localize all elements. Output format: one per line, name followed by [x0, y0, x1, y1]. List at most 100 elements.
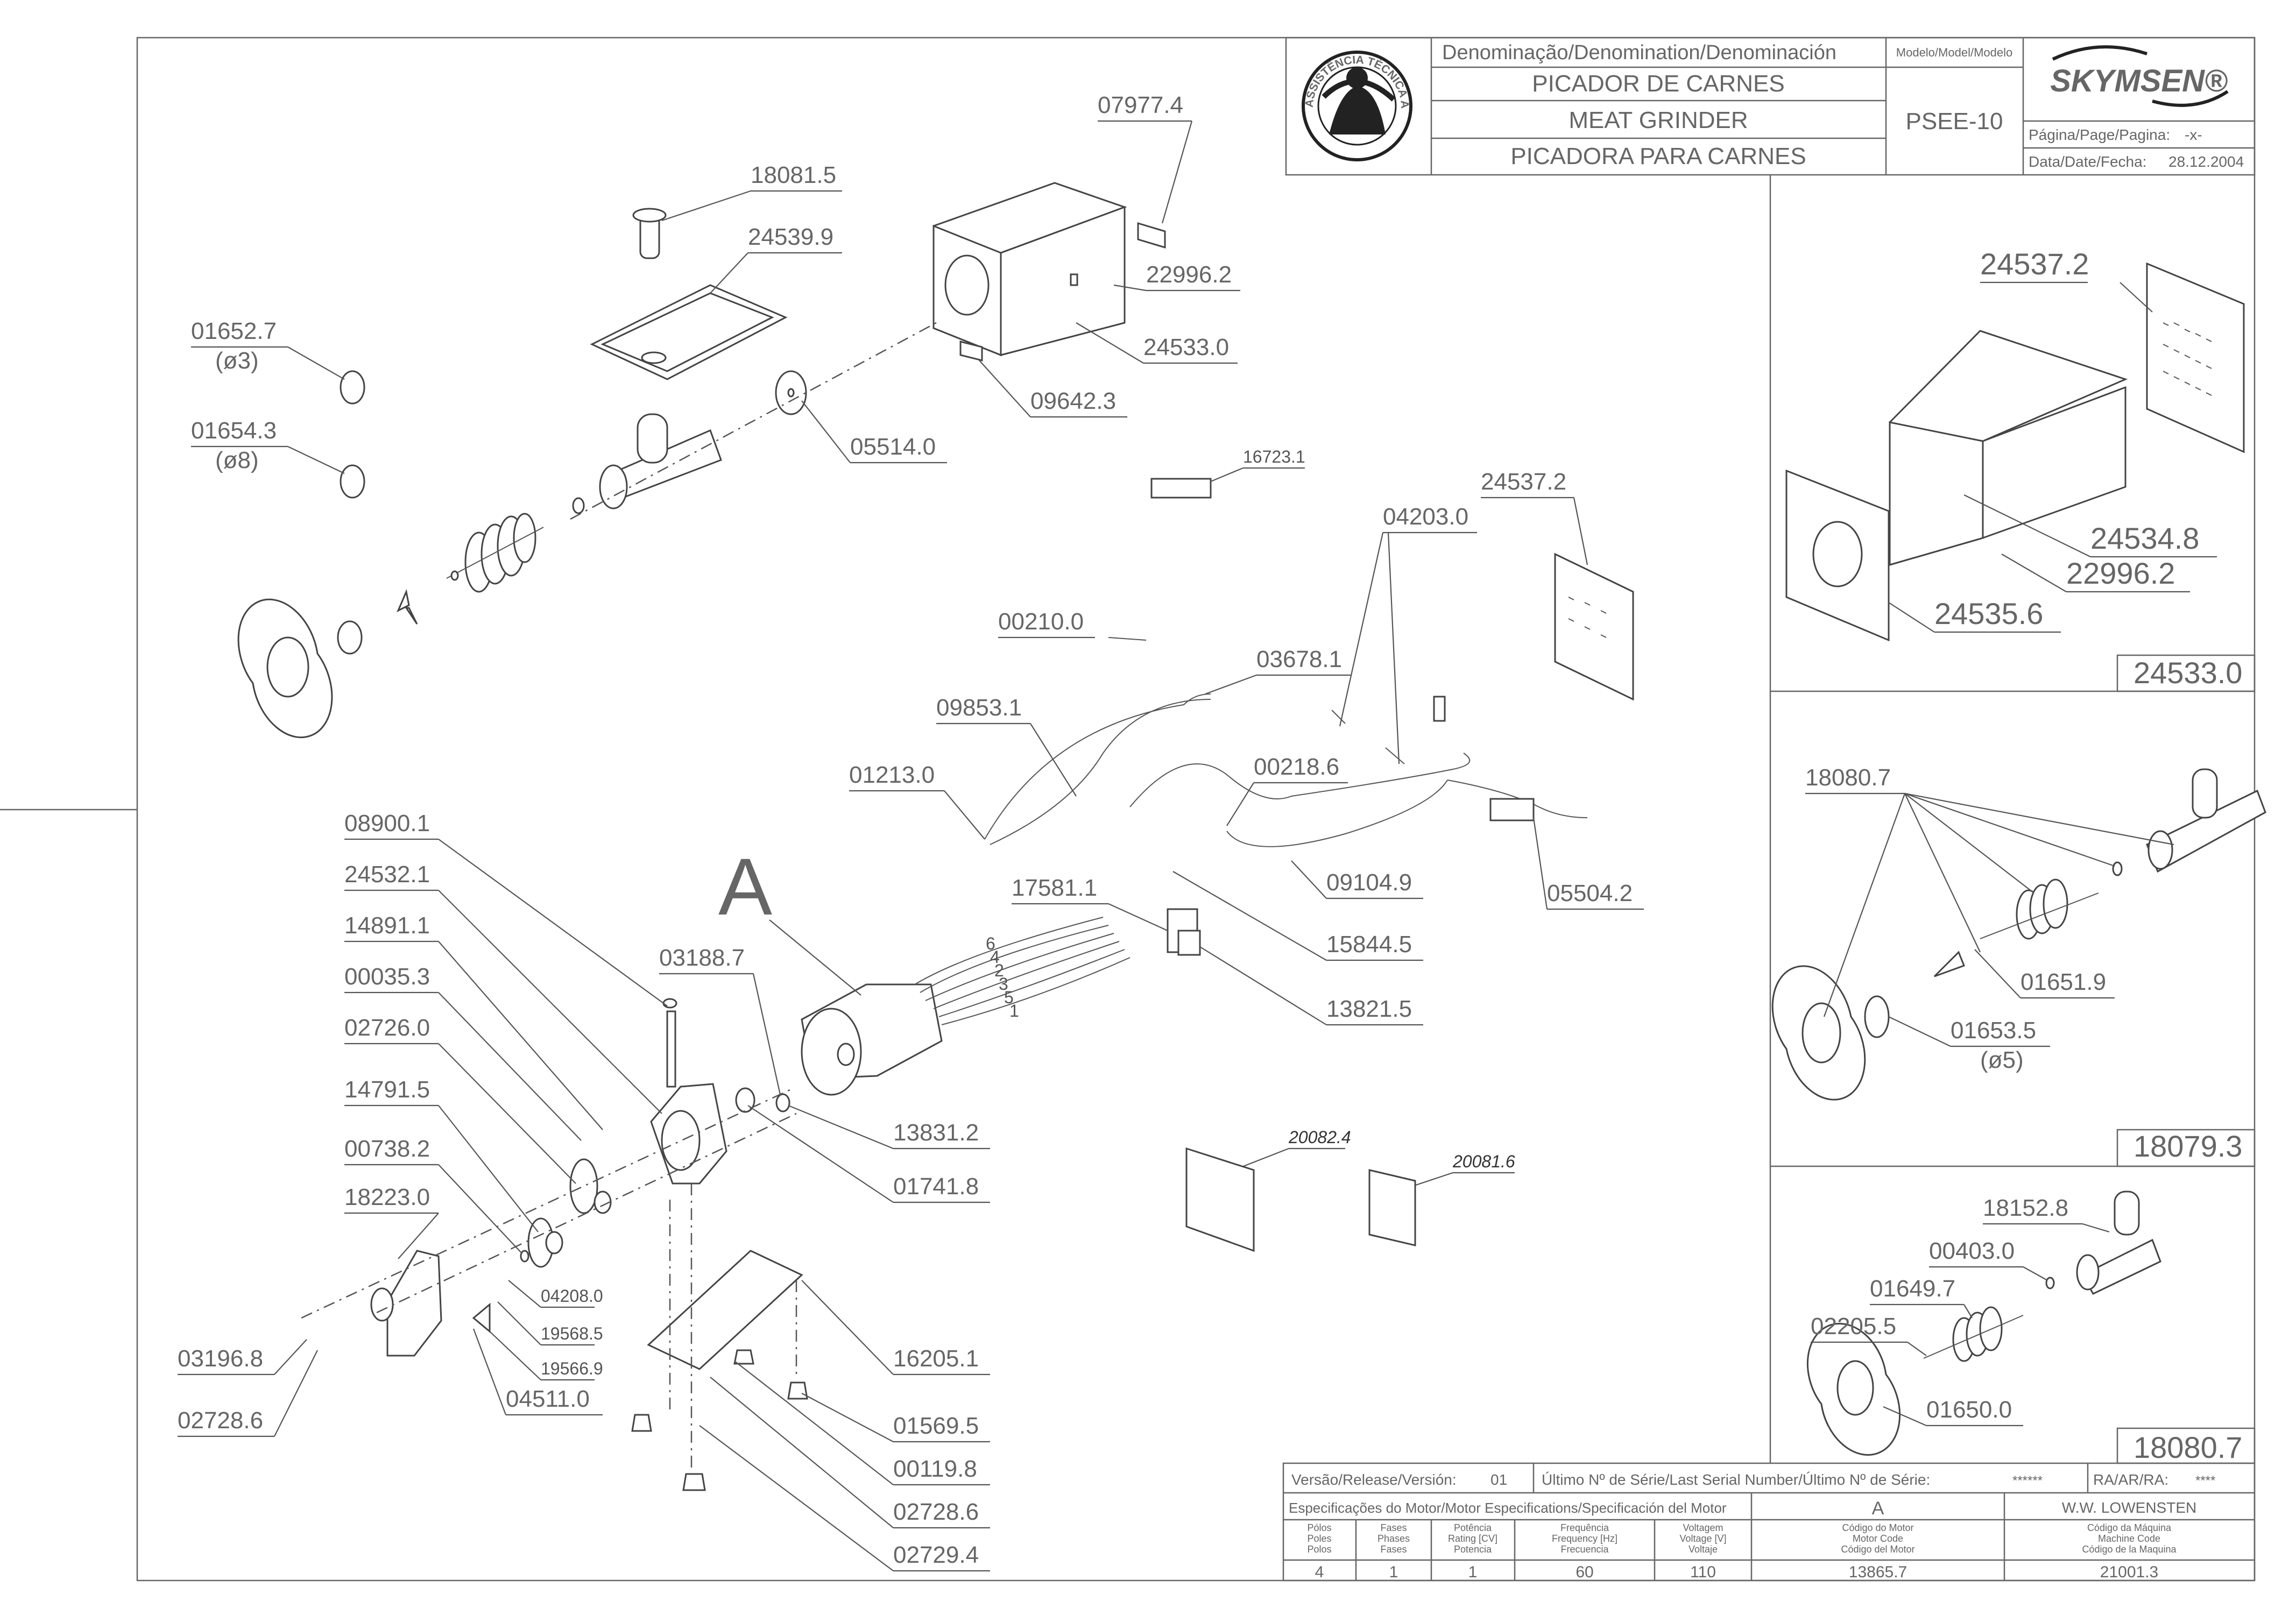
- seal-text: ASSISTÊNCIA TÉCNICA AUTORIZADA: [0, 0, 1411, 109]
- label-09853-1: 09853.1: [936, 694, 1022, 721]
- label-03188-7: 03188.7: [659, 945, 745, 971]
- date-label: Data/Date/Fecha:: [2029, 153, 2146, 170]
- label-00738-2: 00738.2: [344, 1136, 430, 1162]
- skymsen-logo: SKYMSEN®: [2050, 45, 2229, 107]
- label-24532-1: 24532.1: [344, 861, 430, 888]
- label-24537-2: 24537.2: [1481, 469, 1566, 495]
- col-phases-h3: Fases: [1380, 1544, 1407, 1555]
- label-04203-0: 04203.0: [1383, 504, 1468, 530]
- assembly-18080-7: 18080.7: [2133, 1430, 2242, 1464]
- grinder-head-assembly: 07977.4 18081.5 24539.9 22996.2 24533.0 …: [191, 92, 1305, 739]
- col-machine-code-h2: Machine Code: [2098, 1533, 2160, 1544]
- label-24535-6: 24535.6: [1934, 597, 2043, 630]
- col-voltage-h3: Voltaje: [1689, 1544, 1718, 1555]
- col-machine-code-value: 21001.3: [2100, 1563, 2158, 1581]
- col-poles-h2: Poles: [1307, 1533, 1331, 1544]
- label-02205-5: 02205.5: [1811, 1313, 1896, 1339]
- version-value: 01: [1490, 1471, 1507, 1488]
- label-02728-6: 02728.6: [178, 1407, 263, 1434]
- label-01651-9: 01651.9: [2021, 969, 2106, 995]
- motor-reference-a: A: [718, 841, 772, 932]
- label-18152-8: 18152.8: [1983, 1195, 2068, 1221]
- label-03196-8: 03196.8: [178, 1345, 263, 1372]
- label-02726-0: 02726.0: [344, 1015, 430, 1041]
- gear-large: [569, 1158, 612, 1214]
- label-16723-1: 16723.1: [1243, 447, 1305, 466]
- feed-screw-a: [2016, 878, 2068, 940]
- page-value: -x-: [2185, 126, 2202, 143]
- label-03678-1: 03678.1: [1256, 646, 1342, 672]
- label-02728-6-bottom: 02728.6: [893, 1499, 979, 1525]
- brand-name: SKYMSEN®: [2050, 63, 2228, 98]
- col-motor-code-h2: Motor Code: [1853, 1533, 1903, 1544]
- label-01653-5-size: (ø5): [1980, 1047, 2024, 1073]
- wire-number-5: 5: [1004, 988, 1014, 1007]
- serial-value: ******: [2012, 1473, 2043, 1488]
- assembly-18079-3: 18079.3: [2133, 1129, 2242, 1163]
- label-22996-2: 22996.2: [1146, 261, 1232, 288]
- label-05504-2: 05504.2: [1547, 880, 1633, 906]
- label-18080-7-panel: 18080.7: [1805, 764, 1891, 791]
- label-01652-7-size: (ø3): [215, 348, 259, 374]
- motor-gearbox-assembly: 6 4 2 3 5 1 A 08900.1 24532.1 1489: [178, 810, 1131, 1572]
- col-frequency-h1: Frequência: [1560, 1522, 1609, 1533]
- label-22996-2-panel: 22996.2: [2066, 556, 2175, 590]
- label-01654-3-size: (ø8): [215, 447, 259, 473]
- col-frequency-value: 60: [1576, 1563, 1593, 1581]
- label-15844-5: 15844.5: [1326, 931, 1412, 958]
- manufacturer: W.W. LOWENSTEN: [2062, 1499, 2196, 1516]
- cabinet-detail: 24537.2 24534.8 22996.2 24535.6 24533.0: [1785, 247, 2245, 690]
- col-phases-h1: Fases: [1380, 1522, 1407, 1533]
- col-voltage-h2: Voltage [V]: [1679, 1533, 1726, 1544]
- label-04511-0: 04511.0: [506, 1386, 590, 1412]
- label-00218-6: 00218.6: [1254, 754, 1339, 780]
- label-20081-6: 20081.6: [1452, 1152, 1515, 1171]
- label-14791-5: 14791.5: [344, 1076, 430, 1103]
- col-motor-code-h3: Código del Motor: [1841, 1544, 1914, 1555]
- label-24534-8: 24534.8: [2090, 521, 2199, 555]
- wire-number-2: 2: [994, 961, 1004, 980]
- wire-number-4: 4: [990, 947, 1000, 967]
- col-frequency-h3: Frecuencia: [1560, 1544, 1609, 1555]
- cabinet-vent-slots: [2163, 322, 2212, 396]
- grinder-detail-a: 18080.7 01651.9 01653.5 (ø5) 18079.3: [1771, 764, 2266, 1163]
- col-machine-code-h1: Código da Máquina: [2087, 1522, 2172, 1533]
- col-voltage-h1: Voltagem: [1683, 1522, 1723, 1533]
- svg-text:ASSISTÊNCIA TÉCNICA AUTORIZADA: ASSISTÊNCIA TÉCNICA AUTORIZADA: [0, 0, 1411, 109]
- col-motor-code-h1: Código do Motor: [1842, 1522, 1913, 1533]
- col-phases-value: 1: [1389, 1563, 1398, 1581]
- label-04208-0: 04208.0: [541, 1286, 603, 1306]
- col-rating-h3: Potencia: [1454, 1544, 1492, 1555]
- label-13831-2: 13831.2: [893, 1119, 979, 1146]
- label-17581-1: 17581.1: [1012, 875, 1097, 901]
- col-motor-code-value: 13865.7: [1849, 1563, 1907, 1581]
- label-00210-0: 00210.0: [998, 608, 1084, 635]
- col-poles-value: 4: [1315, 1563, 1324, 1581]
- motor-spec-table: Versão/Release/Versión: 01 Último Nº de …: [1282, 1462, 2256, 1582]
- label-19566-9: 19566.9: [541, 1359, 603, 1378]
- label-01652-7: 01652.7: [191, 318, 277, 344]
- label-01213-0: 01213.0: [849, 762, 935, 788]
- ra-value: ****: [2195, 1473, 2215, 1488]
- ra-label: RA/AR/RA:: [2093, 1471, 2168, 1488]
- motor-spec-label: Especificações do Motor/Motor Especifica…: [1289, 1500, 1727, 1516]
- col-rating-value: 1: [1468, 1563, 1478, 1581]
- assembly-24533-0: 24533.0: [2133, 656, 2242, 690]
- feed-screw-b: [1952, 1306, 2003, 1362]
- label-08900-1: 08900.1: [344, 810, 430, 837]
- label-20082-4: 20082.4: [1288, 1128, 1351, 1147]
- motor-wires: [914, 917, 1131, 1025]
- col-voltage-value: 110: [1690, 1563, 1716, 1581]
- col-machine-code-h3: Código de la Maquina: [2082, 1544, 2177, 1555]
- label-09104-9: 09104.9: [1326, 869, 1412, 896]
- label-09642-3: 09642.3: [1030, 388, 1116, 414]
- panel-vent-slots: [1568, 597, 1607, 638]
- title-block: ASSISTÊNCIA TÉCNICA AUTORIZADA Denominaç…: [0, 0, 2256, 176]
- label-00119-8: 00119.8: [893, 1456, 977, 1482]
- machine-name-pt: PICADOR DE CARNES: [1532, 70, 1784, 97]
- col-rating-h1: Potência: [1454, 1522, 1492, 1533]
- label-00403-0: 00403.0: [1929, 1238, 2015, 1264]
- machine-name-es: PICADORA PARA CARNES: [1510, 143, 1806, 169]
- label-00035-3: 00035.3: [344, 963, 430, 990]
- label-13821-5: 13821.5: [1326, 996, 1412, 1022]
